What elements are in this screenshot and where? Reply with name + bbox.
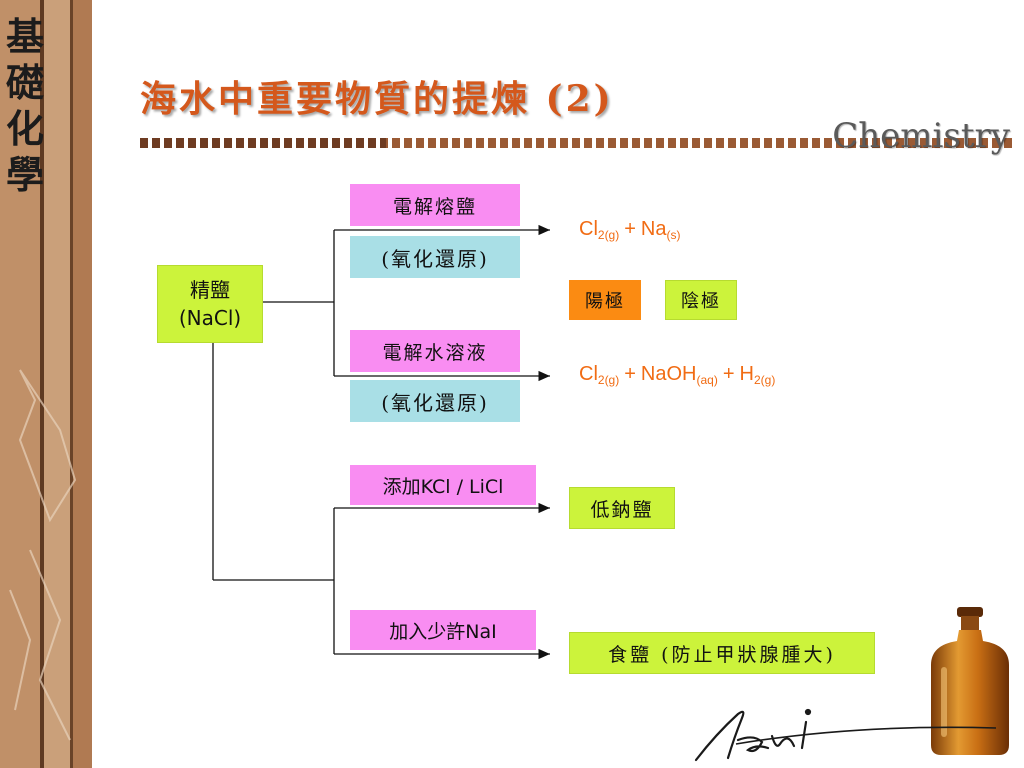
signature-mark bbox=[694, 708, 997, 762]
cathode-label: 陰極 bbox=[665, 280, 737, 320]
product-cl2-naoh-h2: Cl2(g)+NaOH(aq)+H2(g) bbox=[579, 363, 775, 387]
side-char: 基 bbox=[5, 15, 44, 59]
formula-term: H bbox=[739, 363, 754, 385]
process-aqueous-electrolysis: 電解水溶液 bbox=[350, 330, 520, 372]
formula-subscript: 2(g) bbox=[597, 228, 620, 242]
side-char: 化 bbox=[5, 107, 44, 151]
process-type-redox: (氧化還原) bbox=[350, 236, 520, 278]
formula-term: Cl bbox=[579, 363, 598, 385]
formula-plus: + bbox=[722, 363, 735, 385]
brand-label: Chemistry bbox=[832, 116, 1010, 156]
anode-label: 陽極 bbox=[569, 280, 641, 320]
process-add-kcl-licl: 添加KCl / LiCl bbox=[350, 465, 536, 505]
formula-term: Na bbox=[640, 218, 667, 240]
title-divider bbox=[140, 138, 1012, 148]
reagent-bottle-icon bbox=[931, 607, 1009, 755]
formula-term: Cl bbox=[579, 218, 598, 240]
process-type-redox: (氧化還原) bbox=[350, 380, 520, 422]
formula-plus: + bbox=[624, 218, 636, 240]
process-add-nai: 加入少許NaI bbox=[350, 610, 536, 650]
process-molten-electrolysis: 電解熔鹽 bbox=[350, 184, 520, 226]
formula-subscript: (aq) bbox=[696, 373, 718, 387]
bottle-silhouette-icon bbox=[9, 369, 77, 741]
side-vertical-title: 基 礎 化 學 bbox=[2, 14, 48, 198]
title-divider-accent bbox=[140, 138, 386, 148]
formula-term: NaOH bbox=[640, 363, 697, 385]
product-iodized-salt: 食鹽 (防止甲狀腺腫大) bbox=[569, 632, 875, 674]
source-name: 精鹽 bbox=[190, 278, 230, 302]
side-char: 礎 bbox=[5, 61, 44, 105]
formula-plus: + bbox=[624, 363, 636, 385]
formula-subscript: 2(g) bbox=[753, 373, 776, 387]
side-decoration-strip: 基 礎 化 學 bbox=[0, 0, 92, 768]
formula-subscript: (s) bbox=[666, 228, 681, 242]
page-title: 海水中重要物質的提煉 (2) bbox=[140, 78, 614, 120]
product-cl2-na: Cl2(g) +Na(s) bbox=[579, 218, 681, 242]
formula-subscript: 2(g) bbox=[597, 373, 620, 387]
side-char: 學 bbox=[5, 153, 44, 197]
source-formula: (NaCl) bbox=[178, 306, 242, 330]
product-low-sodium-salt: 低鈉鹽 bbox=[569, 487, 675, 529]
source-salt-box: 精鹽 (NaCl) bbox=[157, 265, 263, 343]
